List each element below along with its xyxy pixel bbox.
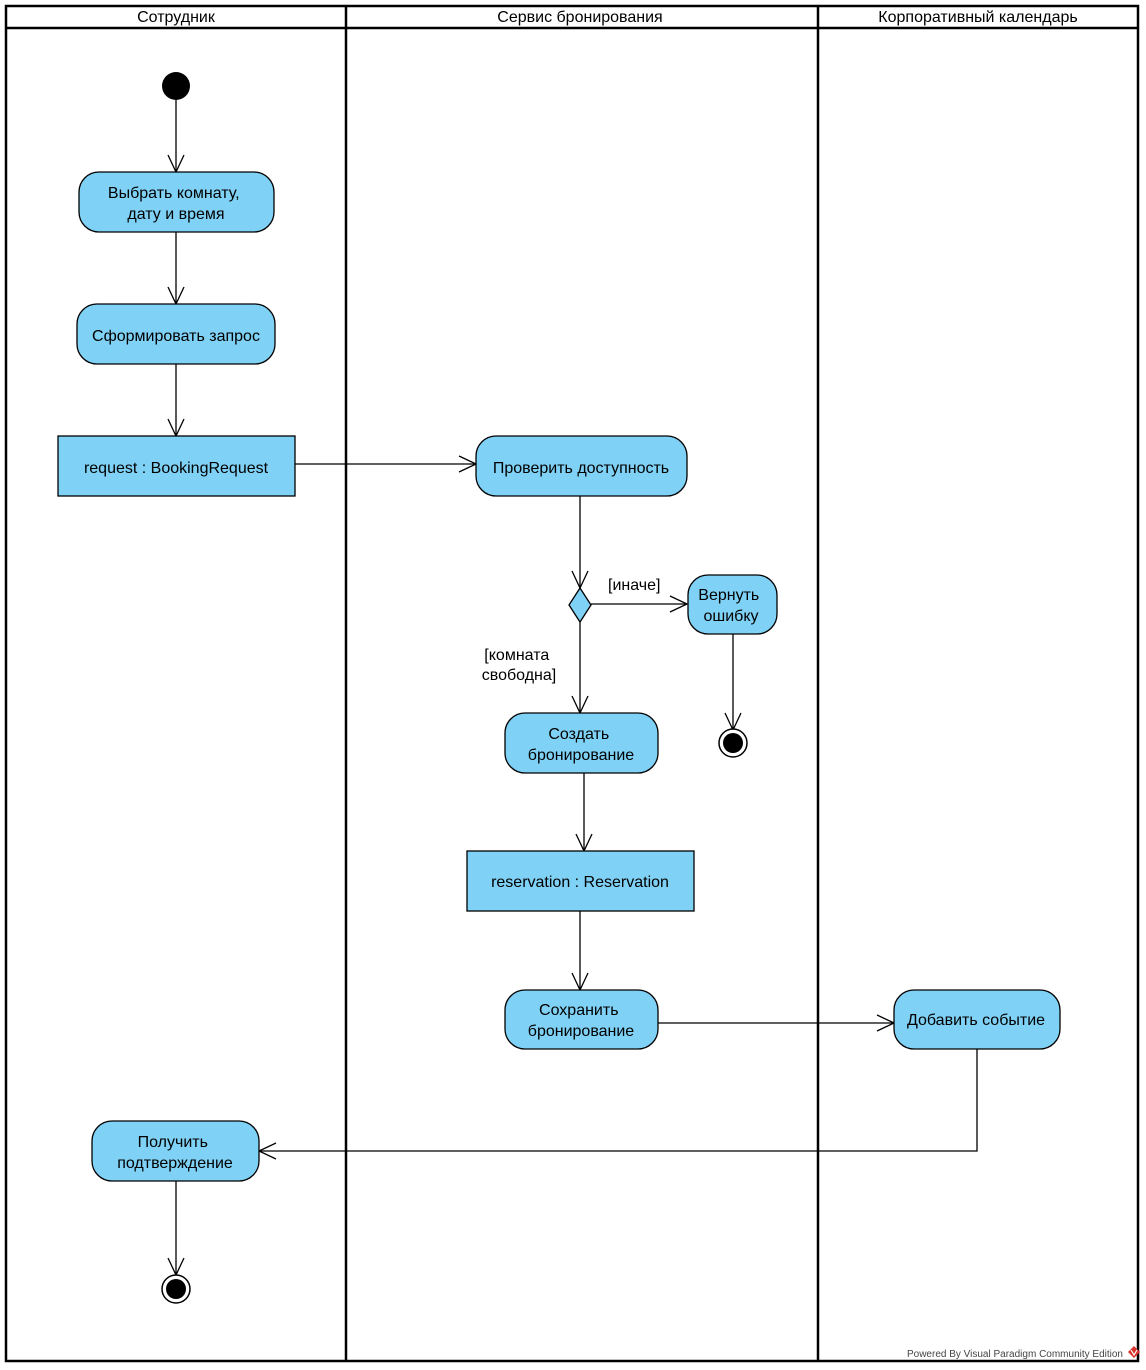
action-select-room-label: Выбрать комнату, дату и время xyxy=(108,185,244,223)
control-flows xyxy=(167,100,978,1277)
initial-node xyxy=(162,72,190,100)
action-check-availability: Проверить доступность xyxy=(475,435,688,497)
guard-else: [иначе] xyxy=(608,577,660,594)
footer-watermark: Powered By Visual Paradigm Community Edi… xyxy=(907,1349,1123,1360)
visual-paradigm-logo-icon xyxy=(1128,1346,1140,1358)
action-add-event: Добавить событие xyxy=(893,989,1061,1050)
action-form-request: Сформировать запрос xyxy=(76,303,276,365)
action-get-confirmation-label: Получить подтверждение xyxy=(117,1134,233,1172)
final-node xyxy=(161,1274,191,1304)
action-select-room: Выбрать комнату, дату и время xyxy=(78,171,275,233)
action-return-error-label: Вернуть ошибку xyxy=(698,587,763,625)
action-get-confirmation: Получить подтверждение xyxy=(91,1120,260,1182)
lane-title-corporate-calendar: Корпоративный календарь xyxy=(878,9,1077,26)
final-node-error xyxy=(718,728,748,758)
action-create-booking-label: Создать бронирование xyxy=(528,726,635,764)
flow-add-event-to-confirm xyxy=(257,1049,978,1160)
decision-node xyxy=(568,586,592,624)
action-form-request-label: Сформировать запрос xyxy=(92,328,260,345)
action-save-booking: Сохранить бронирование xyxy=(504,989,659,1050)
lane-title-employee: Сотрудник xyxy=(137,9,216,26)
object-reservation-label: reservation : Reservation xyxy=(491,874,669,891)
action-save-booking-label: Сохранить бронирование xyxy=(528,1002,635,1040)
action-check-availability-label: Проверить доступность xyxy=(493,460,669,477)
object-request: request : BookingRequest xyxy=(57,435,296,497)
action-return-error: Вернуть ошибку xyxy=(687,574,778,635)
object-request-label: request : BookingRequest xyxy=(84,460,269,477)
action-add-event-label: Добавить событие xyxy=(907,1012,1045,1029)
guard-room-free: [комната свободна] xyxy=(482,647,556,684)
action-create-booking: Создать бронирование xyxy=(504,712,659,774)
object-reservation: reservation : Reservation xyxy=(466,850,695,912)
lane-title-booking-service: Сервис бронирования xyxy=(497,9,662,26)
